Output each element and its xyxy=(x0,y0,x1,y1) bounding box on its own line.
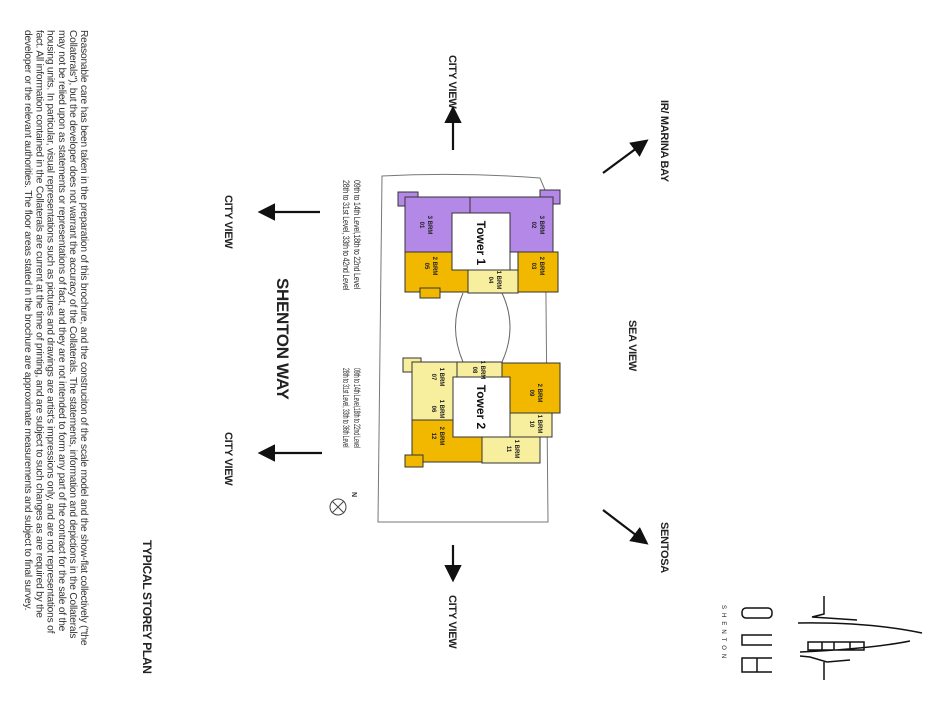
unit-no: 01 xyxy=(418,222,424,229)
unit-type: 1 BRM xyxy=(513,440,519,459)
view-label-marina: IR/ MARINA BAY xyxy=(658,100,670,182)
unit-no: 08 xyxy=(471,367,477,374)
north-compass-icon: N xyxy=(329,492,357,516)
road-label: SHENTON WAY xyxy=(273,278,292,400)
one-shenton-logo: SHENTON xyxy=(720,596,923,680)
tower1-name: Tower 1 xyxy=(474,221,488,266)
unit-type: 1 BRM xyxy=(438,368,444,387)
site-boundary xyxy=(377,173,549,523)
unit-no: 06 xyxy=(430,406,436,413)
tower1-levels: 09th to 14th Level,18th to 22nd Level 28… xyxy=(340,180,362,291)
unit-type: 2 BRM xyxy=(431,257,437,276)
unit-no: 07 xyxy=(430,374,436,381)
arrow-marina xyxy=(602,139,649,174)
tower2-plan xyxy=(402,357,561,468)
unit-type: 1 BRM xyxy=(536,415,542,434)
unit-no: 09 xyxy=(528,390,534,397)
unit-type: 1 BRM xyxy=(495,271,501,290)
view-label-sentosa: SENTOSA xyxy=(658,522,670,573)
compass-north-label: N xyxy=(350,492,357,497)
arrow-sentosa xyxy=(602,509,649,545)
unit-no: 03 xyxy=(530,263,536,270)
unit-type: 1 BRM xyxy=(479,361,485,380)
unit-no: 05 xyxy=(423,263,429,270)
unit-no: 10 xyxy=(528,421,534,428)
unit-type: 1 BRM xyxy=(438,400,444,419)
view-label-city-top: CITY VIEW xyxy=(446,55,458,109)
view-label-city-bottom: CITY VIEW xyxy=(446,595,458,649)
view-label-city-left-2: CITY VIEW xyxy=(222,432,234,486)
unit-no: 04 xyxy=(487,277,493,284)
tower1-plan xyxy=(397,189,561,299)
unit-type: 2 BRM xyxy=(536,384,542,403)
tower2-name: Tower 2 xyxy=(474,385,488,430)
link-bridge xyxy=(455,292,511,363)
unit-no: 12 xyxy=(430,433,436,440)
plan-title: TYPICAL STOREY PLAN xyxy=(140,540,154,674)
logo-subtitle: SHENTON xyxy=(720,605,726,662)
view-arrows xyxy=(257,105,649,583)
disclaimer-text: Reasonable care has been taken in the pr… xyxy=(22,30,90,646)
unit-type: 2 BRM xyxy=(438,427,444,446)
unit-type: 3 BRM xyxy=(538,216,544,235)
unit-no: 02 xyxy=(530,222,536,229)
unit-type: 2 BRM xyxy=(538,257,544,276)
tower2-levels: 09th to 14th Level,18th to 22nd Level 28… xyxy=(340,368,362,448)
unit-no: 11 xyxy=(505,446,511,453)
view-label-sea: SEA VIEW xyxy=(626,320,638,371)
view-label-city-left-1: CITY VIEW xyxy=(222,195,234,249)
unit-type: 3 BRM xyxy=(426,216,432,235)
